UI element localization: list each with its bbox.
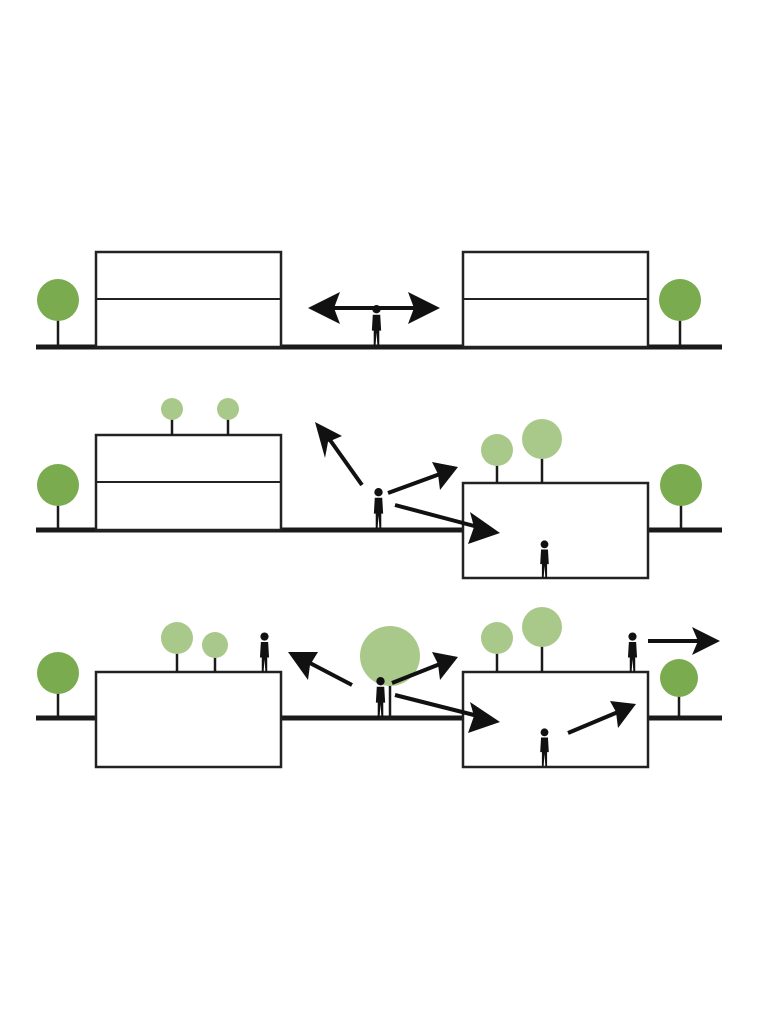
tree-icon xyxy=(37,464,79,530)
tree-icon xyxy=(37,652,79,718)
arrow-icon xyxy=(648,627,720,655)
building-right xyxy=(461,250,650,349)
person-icon xyxy=(627,632,638,672)
roof-tree-icon xyxy=(481,622,513,672)
arrow-icon xyxy=(387,462,458,495)
arrow-icon xyxy=(394,693,500,733)
arrow-icon xyxy=(394,503,500,544)
building-left xyxy=(94,433,283,532)
roof-tree-icon xyxy=(161,398,183,435)
row-2 xyxy=(36,398,722,580)
arrow-icon xyxy=(391,652,458,685)
roof-tree-icon xyxy=(217,398,239,435)
large-tree-icon xyxy=(360,626,420,718)
double-arrow-icon xyxy=(308,292,440,324)
building-left-sunken xyxy=(94,670,283,769)
building-left xyxy=(94,250,283,349)
roof-tree-icon xyxy=(522,607,562,672)
arrow-icon xyxy=(567,701,636,735)
roof-tree-icon xyxy=(481,434,513,483)
roof-tree-icon xyxy=(202,632,228,672)
tree-icon xyxy=(660,659,698,718)
arrow-icon xyxy=(288,652,353,687)
roof-tree-icon xyxy=(522,419,562,483)
person-icon xyxy=(373,488,384,529)
roof-tree-icon xyxy=(161,622,193,672)
row-3 xyxy=(36,607,722,769)
row-1 xyxy=(36,250,722,350)
tree-icon xyxy=(37,279,79,347)
tree-icon xyxy=(659,279,701,347)
tree-icon xyxy=(660,464,702,530)
person-icon xyxy=(375,677,386,718)
arrow-icon xyxy=(315,422,364,487)
person-icon xyxy=(371,305,382,346)
person-icon xyxy=(259,632,270,672)
